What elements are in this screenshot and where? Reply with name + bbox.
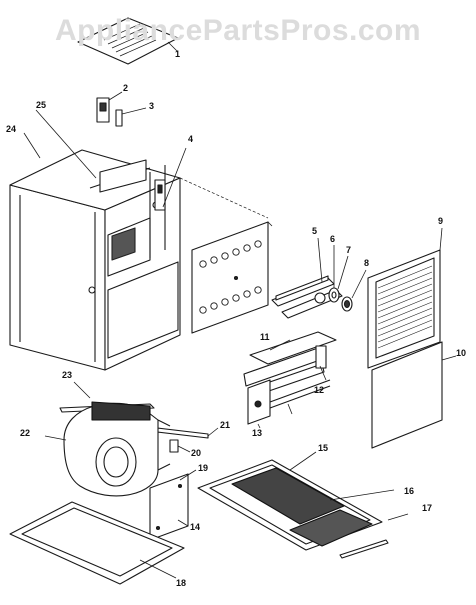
callout-25: 25 xyxy=(36,100,46,110)
callout-23: 23 xyxy=(62,370,72,380)
leader-24 xyxy=(23,132,41,159)
part-25-baffle xyxy=(99,159,147,193)
callout-24: 24 xyxy=(6,124,16,134)
callout-21: 21 xyxy=(220,420,230,430)
callout-14: 14 xyxy=(190,522,200,532)
callout-16: 16 xyxy=(404,486,414,496)
part-17-strip xyxy=(339,513,409,559)
part-10-lower-door xyxy=(371,341,457,449)
part-22-blower xyxy=(44,401,171,497)
part-20-capacitor xyxy=(169,439,191,453)
burner-front-panel xyxy=(191,221,273,334)
callout-7: 7 xyxy=(346,245,351,255)
part-9-louver-door xyxy=(367,227,443,369)
part-3-plate xyxy=(115,107,147,127)
part-5-strip xyxy=(271,237,335,307)
callout-19: 19 xyxy=(198,463,208,473)
callout-10: 10 xyxy=(456,348,466,358)
callout-20: 20 xyxy=(191,448,201,458)
callout-3: 3 xyxy=(149,101,154,111)
part-13-bracket xyxy=(247,379,331,429)
part-24-cabinet xyxy=(9,149,269,371)
callout-12: 12 xyxy=(314,385,324,395)
callout-2: 2 xyxy=(123,83,128,93)
callout-17: 17 xyxy=(422,503,432,513)
part-6-gasket xyxy=(281,245,343,319)
callout-1: 1 xyxy=(175,49,180,59)
callout-4: 4 xyxy=(188,134,193,144)
callout-15: 15 xyxy=(318,443,328,453)
callout-6: 6 xyxy=(330,234,335,244)
leader-4 xyxy=(162,147,187,208)
callout-5: 5 xyxy=(312,226,317,236)
callout-22: 22 xyxy=(20,428,30,438)
part-7-ring xyxy=(328,255,349,303)
callout-9: 9 xyxy=(438,216,443,226)
part-1-top-panel xyxy=(77,17,179,65)
part-16-filter xyxy=(231,467,395,547)
callout-11: 11 xyxy=(260,332,270,342)
callout-13: 13 xyxy=(252,428,262,438)
leader-25 xyxy=(35,109,97,179)
part-18-base xyxy=(9,501,185,585)
callout-8: 8 xyxy=(364,258,369,268)
callout-18: 18 xyxy=(176,578,186,588)
part-8-grommet xyxy=(341,269,367,312)
part-11-tray xyxy=(249,331,337,365)
part-14-plate xyxy=(149,469,197,541)
part-2-bracket xyxy=(96,91,123,123)
